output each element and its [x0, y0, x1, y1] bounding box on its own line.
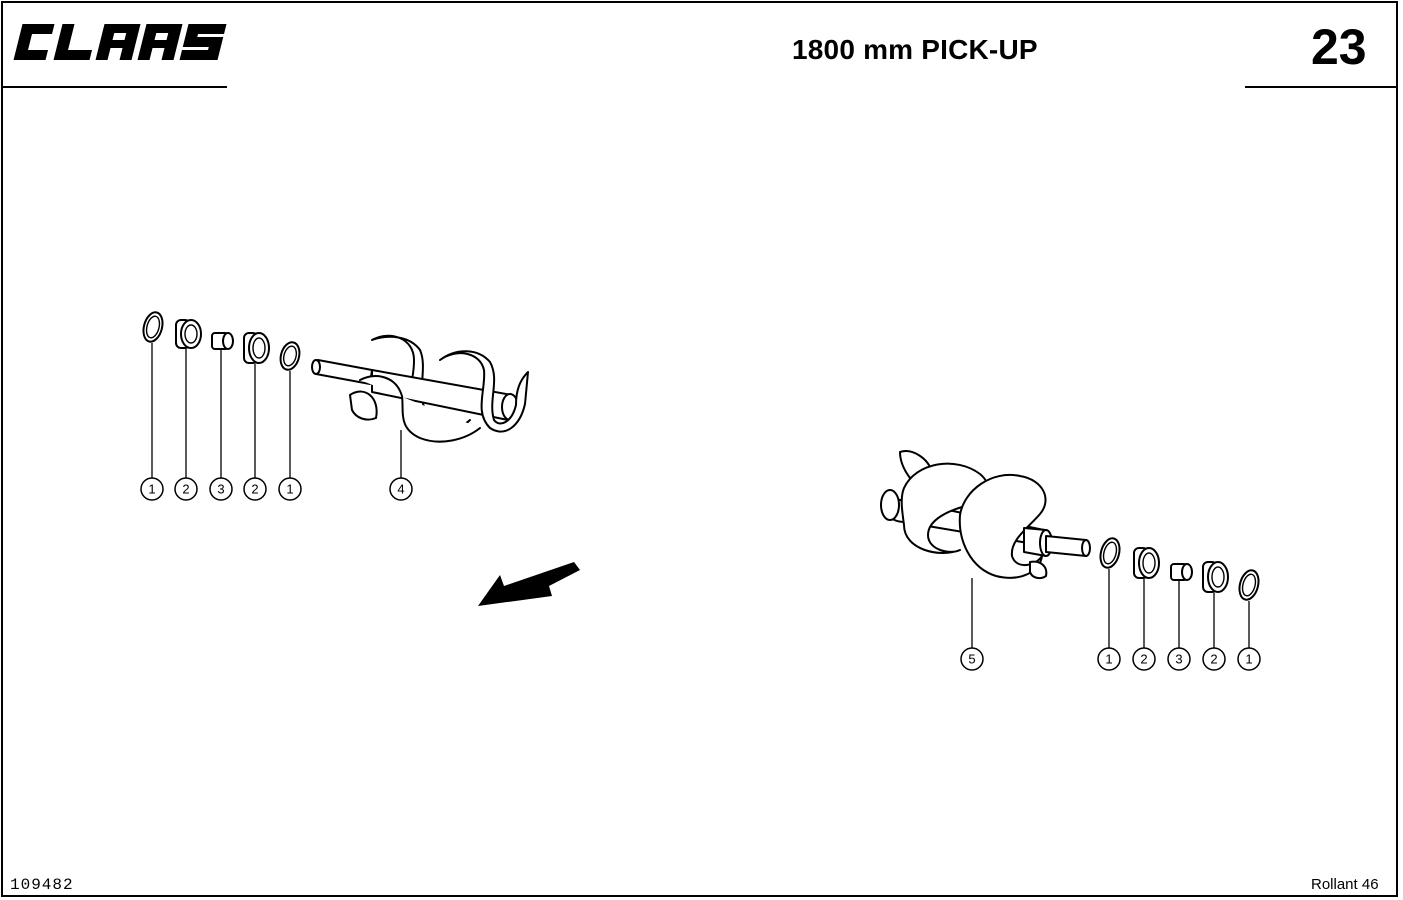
svg-text:2: 2: [1210, 652, 1217, 667]
circlip-part: [142, 311, 164, 343]
callout-3: 3: [209, 350, 233, 501]
callout-2: 2: [243, 364, 267, 501]
svg-text:1: 1: [1105, 652, 1112, 667]
callout-5: 5: [960, 578, 984, 671]
spacer-sleeve-part: [211, 332, 234, 350]
page-number: 23: [1311, 19, 1367, 75]
callout-1: 1: [1097, 569, 1121, 671]
circlip-part: [279, 341, 301, 371]
page-title: 1800 mm PICK-UP: [792, 34, 1038, 65]
callout-2: 2: [1202, 593, 1226, 671]
spacer-sleeve-part: [1170, 563, 1193, 581]
bearing-part: [175, 319, 202, 349]
svg-text:1: 1: [148, 482, 155, 497]
svg-text:5: 5: [968, 652, 975, 667]
svg-text:2: 2: [182, 482, 189, 497]
circlip-part: [1238, 569, 1260, 601]
svg-text:2: 2: [1140, 652, 1147, 667]
bearing-part: [1133, 547, 1160, 579]
svg-text:1: 1: [286, 482, 293, 497]
svg-text:3: 3: [217, 482, 224, 497]
arrow-icon: [478, 562, 580, 606]
callout-1: 1: [278, 371, 302, 501]
auger-part-right: [880, 450, 1091, 580]
model-name: Rollant 46: [1311, 876, 1379, 893]
callout-1: 1: [1237, 601, 1261, 671]
callout-1: 1: [140, 343, 164, 501]
left-assembly: 1 2 3 2 1 4: [140, 311, 529, 501]
callout-2: 2: [1132, 579, 1156, 671]
svg-text:4: 4: [397, 482, 404, 497]
bearing-part: [1202, 561, 1229, 593]
svg-text:2: 2: [251, 482, 258, 497]
callout-4: 4: [389, 430, 413, 501]
claas-logo: [13, 24, 227, 60]
svg-text:1: 1: [1245, 652, 1252, 667]
circlip-part: [1099, 537, 1121, 569]
bearing-part: [243, 332, 270, 364]
auger-part-left: [311, 334, 529, 443]
callout-3: 3: [1167, 581, 1191, 671]
header-rule-left: [2, 86, 227, 88]
right-assembly: 5 1 2 3 2 1: [880, 450, 1261, 671]
callout-2: 2: [174, 349, 198, 501]
svg-text:3: 3: [1175, 652, 1182, 667]
document-number: 109482: [10, 876, 74, 894]
header-rule-right: [1245, 86, 1398, 88]
